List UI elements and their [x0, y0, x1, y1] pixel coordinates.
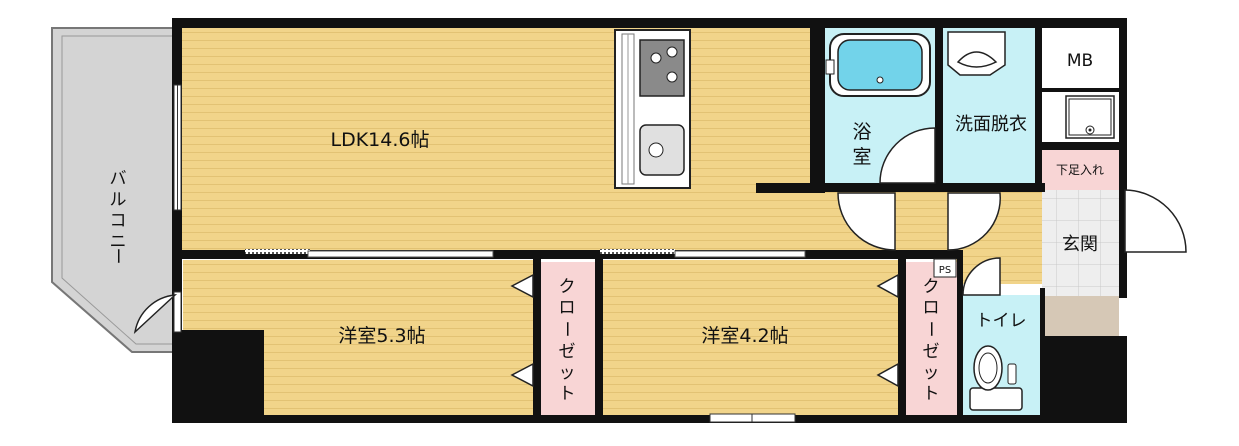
svg-text:ル: ル: [110, 190, 127, 210]
bath-label-2: 室: [852, 146, 871, 168]
closet-1-label: ク ロ ー ゼ ッ ト: [556, 277, 576, 404]
svg-text:バ: バ: [110, 169, 127, 189]
closet-2-label: ク ロ ー ゼ ッ ト: [920, 277, 940, 404]
windows: [173, 84, 796, 423]
stove-icon: [639, 39, 685, 97]
western-room-2-floor: [600, 260, 900, 415]
svg-text:ー: ー: [556, 321, 576, 338]
washroom-label: 洗面脱衣: [955, 114, 1027, 135]
ldk-label: LDK14.6帖: [331, 129, 430, 151]
toilet-label: トイレ: [976, 311, 1027, 331]
balcony-label: バ ル コ ニ ー: [107, 169, 127, 265]
svg-text:ニ: ニ: [110, 232, 127, 252]
sliding-doors: [245, 249, 806, 258]
ldk-floor: [180, 28, 810, 250]
svg-text:ゼ: ゼ: [559, 342, 576, 362]
svg-text:ト: ト: [559, 384, 576, 404]
ps-label: PS: [939, 265, 951, 276]
balcony: [51, 27, 176, 353]
western-room-2-label: 洋室4.2帖: [701, 325, 788, 347]
entrance-label: 玄関: [1062, 234, 1098, 255]
entrance-floor: [1042, 190, 1119, 296]
closet-1-floor: [540, 262, 596, 415]
closet-2-floor: [905, 262, 959, 415]
kitchen-counter: [614, 29, 691, 189]
toilet-icon: [969, 345, 1023, 411]
ps-box: [933, 258, 957, 278]
svg-text:ー: ー: [920, 321, 940, 338]
svg-text:ク: ク: [559, 277, 576, 297]
svg-text:ロ: ロ: [559, 298, 576, 318]
shoe-box: [1042, 150, 1119, 190]
svg-text:コ: コ: [110, 211, 127, 231]
western-room-1-label: 洋室5.3帖: [338, 325, 425, 347]
svg-text:ゼ: ゼ: [923, 342, 940, 362]
svg-text:ト: ト: [923, 384, 940, 404]
svg-text:ー: ー: [107, 248, 127, 265]
mb-label: MB: [1067, 51, 1093, 71]
wash-basin-icon: [947, 31, 1006, 76]
shoe-box-label: 下足入れ: [1056, 163, 1104, 177]
closet-doors: [510, 273, 899, 388]
bath-label-1: 浴: [852, 121, 871, 143]
mb-floor: [1042, 28, 1119, 90]
washer-pan-icon: [1065, 95, 1115, 139]
svg-text:ッ: ッ: [923, 363, 940, 383]
entrance-step: [1042, 296, 1119, 336]
walls: [172, 18, 1127, 423]
svg-text:ロ: ロ: [923, 298, 940, 318]
bathtub-icon: [825, 33, 931, 97]
labels: LDK14.6帖 洋室5.3帖 洋室4.2帖 浴 室 洗面脱衣 MB 下足入れ …: [107, 51, 1104, 404]
door-swings: [133, 127, 1187, 335]
svg-text:ッ: ッ: [559, 363, 576, 383]
svg-text:ク: ク: [923, 277, 940, 297]
